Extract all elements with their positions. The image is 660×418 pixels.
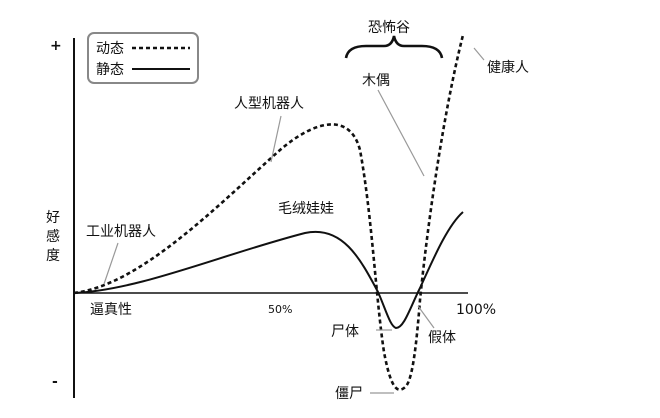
label-humanoid-robot: 人型机器人 bbox=[234, 96, 304, 112]
y-axis-label-1: 好 bbox=[46, 210, 60, 226]
label-industrial-robot: 工业机器人 bbox=[86, 224, 156, 240]
y-axis-minus: - bbox=[52, 374, 58, 390]
pointer-prosthetic bbox=[417, 305, 435, 329]
label-zombie: 僵尸 bbox=[335, 386, 363, 402]
legend-box bbox=[87, 32, 199, 84]
x-axis-end-tick: 100% bbox=[456, 302, 496, 318]
y-axis-label-2: 感 bbox=[46, 228, 60, 245]
y-axis-plus: + bbox=[50, 38, 62, 54]
x-axis-mid-tick: 50% bbox=[268, 303, 292, 316]
label-prosthetic: 假体 bbox=[428, 330, 456, 346]
pointer-puppet bbox=[377, 89, 425, 177]
label-puppet: 木偶 bbox=[362, 73, 390, 89]
y-axis-label-3: 度 bbox=[46, 248, 60, 264]
pointer-healthy-person bbox=[473, 47, 485, 61]
legend-dynamic-label: 动态 bbox=[96, 41, 124, 57]
pointer-industrial-robot bbox=[103, 242, 119, 285]
label-healthy-person: 健康人 bbox=[487, 59, 529, 76]
uncanny-valley-label: 恐怖谷 bbox=[368, 19, 410, 36]
x-axis-label: 逼真性 bbox=[90, 302, 132, 318]
pointer-humanoid-robot bbox=[270, 115, 282, 163]
legend-static-label: 静态 bbox=[96, 62, 124, 78]
label-corpse: 尸体 bbox=[331, 324, 359, 340]
uncanny-valley-brace bbox=[344, 35, 444, 59]
dynamic-curve bbox=[73, 34, 465, 391]
label-stuffed-toy: 毛绒娃娃 bbox=[278, 201, 334, 217]
